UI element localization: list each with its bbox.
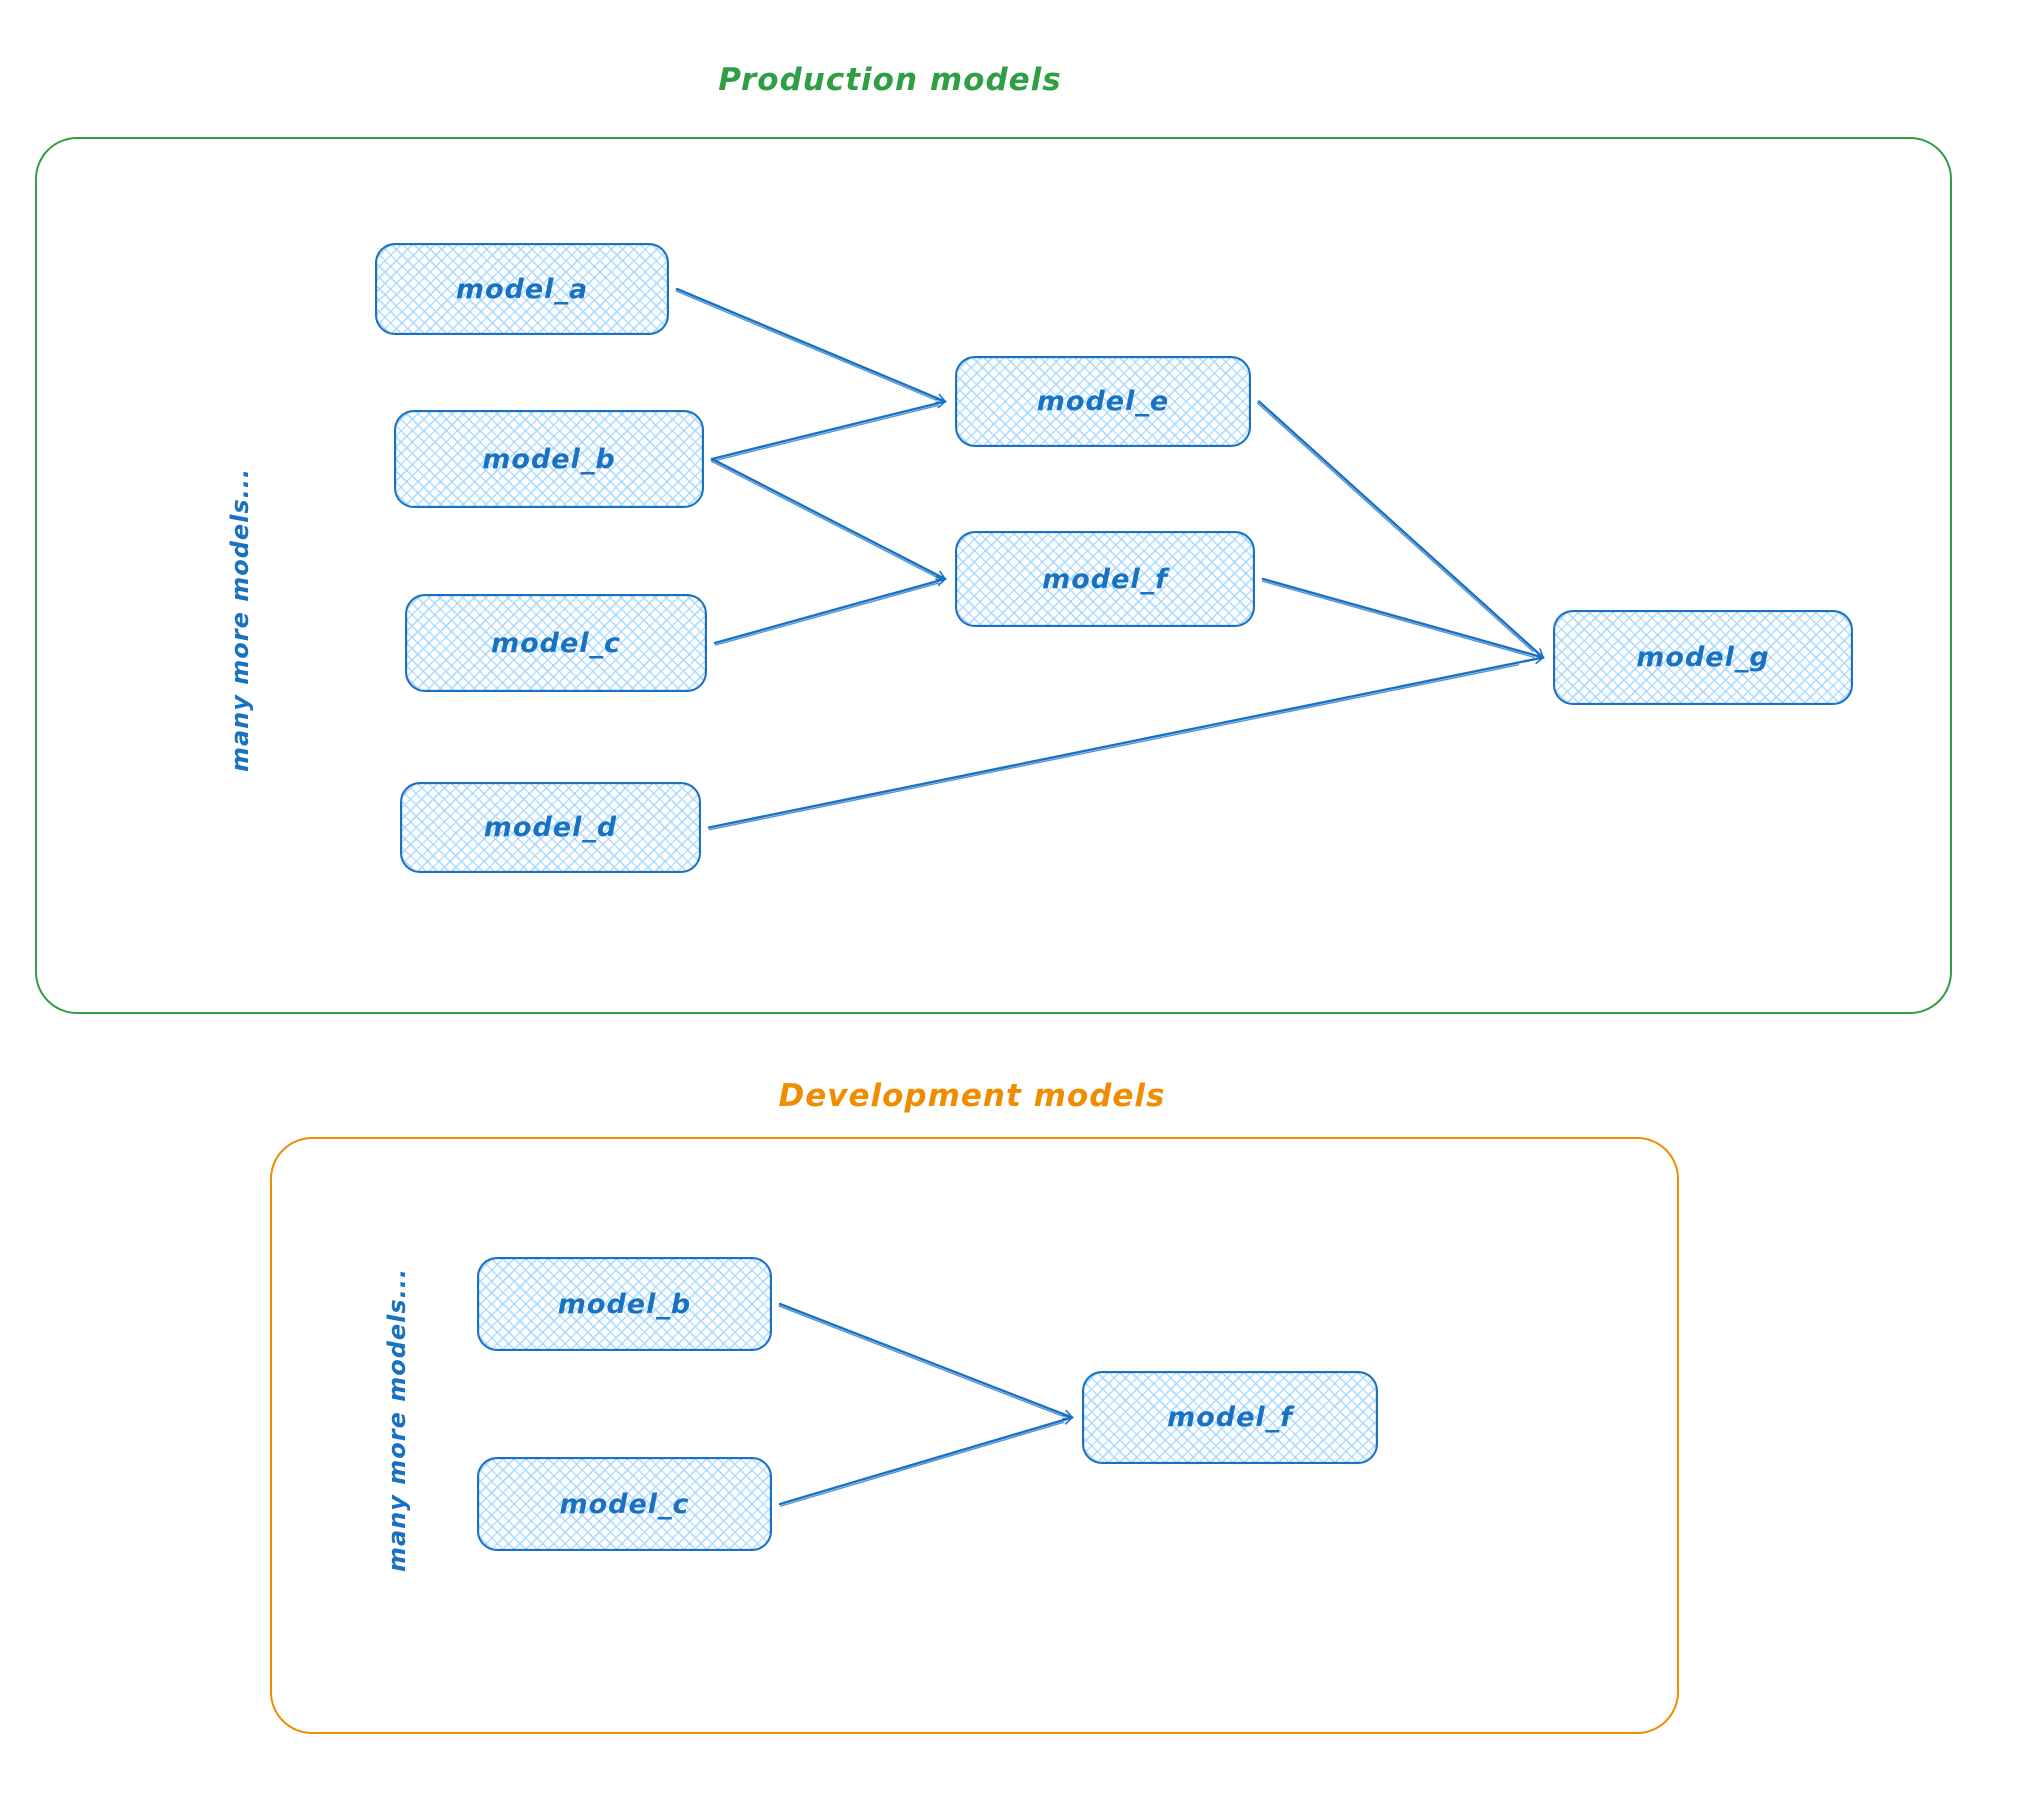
production-many-more-models-label: many more models... [226,467,254,773]
node-model-c-label: model_c [490,627,622,659]
node-model-f[interactable]: model_f [955,531,1255,627]
node-dev-model-f-label: model_f [1167,1402,1293,1433]
node-model-a-label: model_a [455,273,589,305]
node-model-e-label: model_e [1036,386,1170,417]
node-model-a[interactable]: model_a [375,243,669,335]
production-section-title: Production models [718,62,1062,98]
production-section-frame [35,137,1952,1014]
node-model-e[interactable]: model_e [955,356,1251,447]
node-model-g[interactable]: model_g [1553,610,1853,705]
node-dev-model-c-label: model_c [559,1488,690,1520]
node-model-b[interactable]: model_b [394,410,704,508]
node-model-d[interactable]: model_d [400,782,701,873]
node-model-b-label: model_b [482,443,616,475]
node-model-c[interactable]: model_c [405,594,707,692]
node-model-f-label: model_f [1042,563,1168,595]
node-model-d-label: model_d [483,812,618,843]
node-dev-model-b-label: model_b [557,1288,692,1320]
node-dev-model-c[interactable]: model_c [477,1457,772,1551]
node-dev-model-b[interactable]: model_b [477,1257,772,1351]
node-dev-model-f[interactable]: model_f [1082,1371,1378,1464]
development-many-more-models-label: many more models... [383,1267,411,1573]
development-section-frame [270,1137,1679,1734]
development-section-title: Development models [778,1078,1166,1114]
node-model-g-label: model_g [1636,642,1770,673]
